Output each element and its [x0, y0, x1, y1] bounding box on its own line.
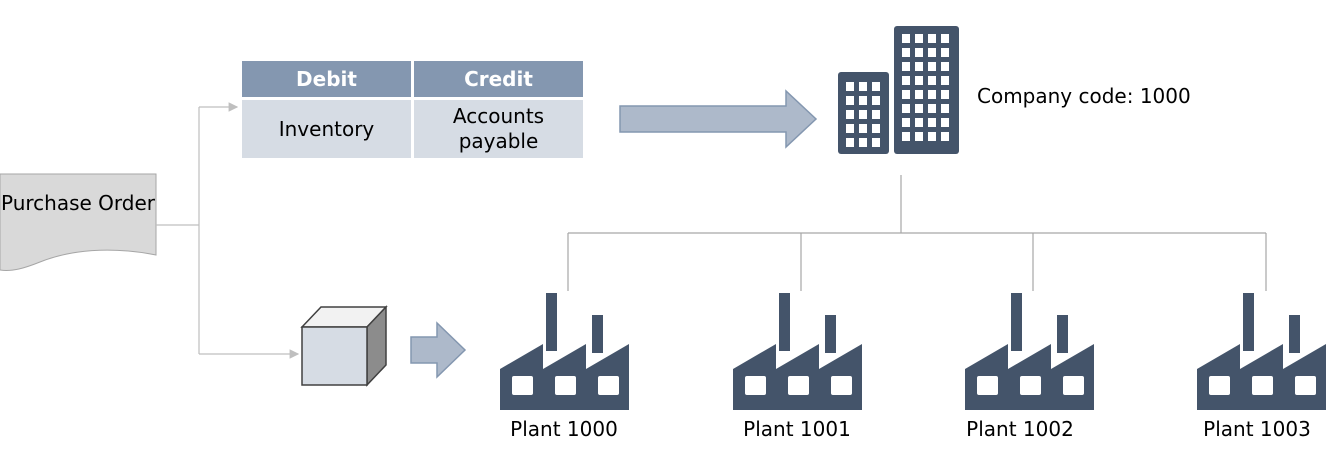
plant-label: Plant 1001: [743, 417, 851, 441]
window: [846, 96, 854, 105]
factory-window: [555, 376, 576, 395]
window: [941, 48, 949, 57]
window: [928, 62, 936, 71]
factory-window: [1209, 376, 1230, 395]
window: [846, 138, 854, 147]
window: [902, 90, 910, 99]
window: [902, 76, 910, 85]
window: [928, 34, 936, 43]
po-connectors: [156, 102, 300, 359]
window: [941, 90, 949, 99]
window: [902, 62, 910, 71]
factory-window: [1063, 376, 1084, 395]
factory-icon: [733, 293, 862, 410]
window: [928, 48, 936, 57]
factory-icon: [500, 293, 629, 410]
window: [902, 118, 910, 127]
window: [902, 132, 910, 141]
window: [902, 34, 910, 43]
window: [941, 34, 949, 43]
credit-header: Credit: [411, 58, 586, 100]
credit-cell-text: Accounts payable: [452, 104, 545, 153]
window: [915, 132, 923, 141]
purchase-order-label: Purchase Order: [0, 191, 155, 215]
factory-icon: [1197, 293, 1326, 410]
factory-icon: [965, 293, 1094, 410]
factory-window: [1020, 376, 1041, 395]
window: [902, 104, 910, 113]
window: [928, 104, 936, 113]
window: [872, 110, 880, 119]
factory-window: [977, 376, 998, 395]
purchase-order-document: [0, 173, 157, 271]
window: [928, 76, 936, 85]
window: [859, 124, 867, 133]
plant-label: Plant 1002: [966, 417, 1074, 441]
journal-entry-table: Debit Credit Inventory Accounts payable: [239, 58, 586, 161]
posting-arrow: [619, 89, 818, 149]
factory-window: [831, 376, 852, 395]
window: [941, 132, 949, 141]
window: [859, 110, 867, 119]
factory-window: [598, 376, 619, 395]
window: [846, 82, 854, 91]
office-buildings-icon: [838, 26, 959, 154]
window: [928, 132, 936, 141]
window: [846, 124, 854, 133]
window: [928, 90, 936, 99]
plant-label: Plant 1000: [510, 417, 618, 441]
cube-icon: [300, 305, 388, 387]
window: [872, 138, 880, 147]
window: [915, 62, 923, 71]
window: [859, 96, 867, 105]
window: [859, 82, 867, 91]
window: [941, 118, 949, 127]
credit-cell: Accounts payable: [411, 97, 586, 161]
factory-window: [1252, 376, 1273, 395]
window: [872, 124, 880, 133]
window: [915, 48, 923, 57]
plant-label: Plant 1003: [1203, 417, 1311, 441]
window: [915, 90, 923, 99]
org-tree-connectors: [567, 175, 1267, 291]
window: [915, 34, 923, 43]
debit-cell: Inventory: [239, 97, 414, 161]
factory-window: [512, 376, 533, 395]
goods-receipt-arrow: [410, 321, 467, 379]
window: [928, 118, 936, 127]
window: [915, 76, 923, 85]
window: [915, 118, 923, 127]
company-code-label: Company code: 1000: [977, 84, 1191, 108]
factory-window: [1295, 376, 1316, 395]
window: [941, 62, 949, 71]
window: [872, 96, 880, 105]
window: [915, 104, 923, 113]
window: [941, 104, 949, 113]
window: [859, 138, 867, 147]
window: [872, 82, 880, 91]
factory-window: [745, 376, 766, 395]
factory-window: [788, 376, 809, 395]
debit-header: Debit: [239, 58, 414, 100]
window: [941, 76, 949, 85]
window: [846, 110, 854, 119]
window: [902, 48, 910, 57]
